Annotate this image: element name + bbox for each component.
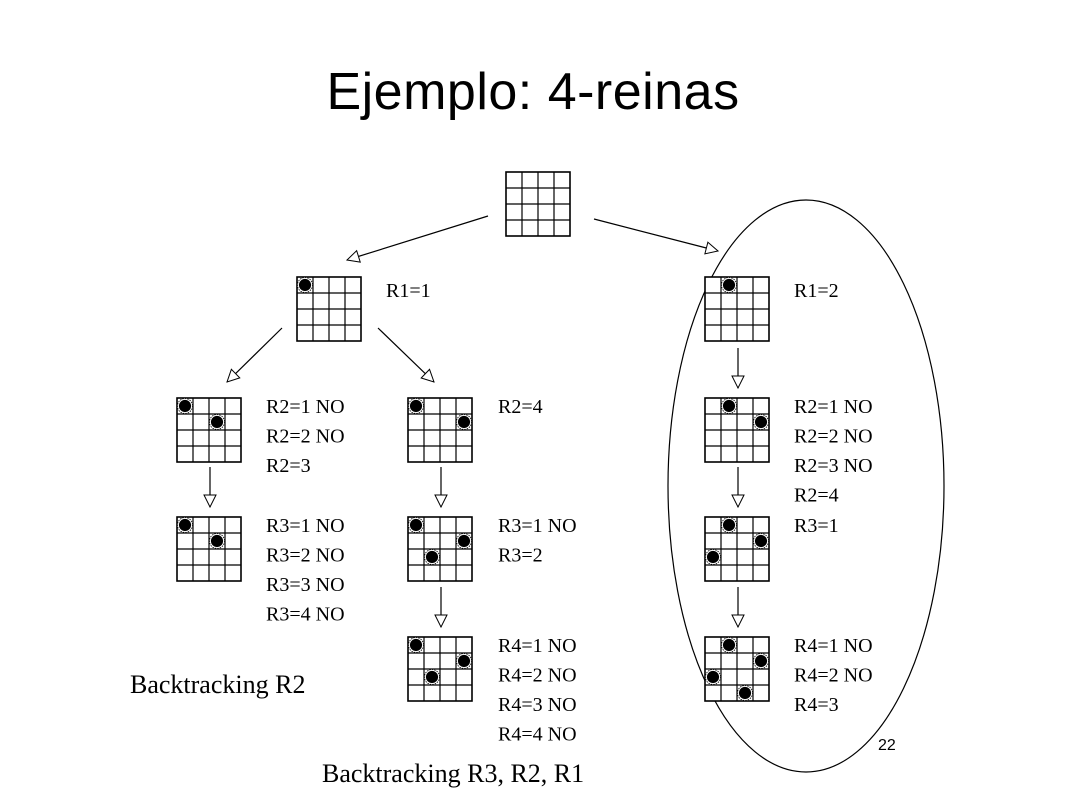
node-label: R1=2 xyxy=(794,280,839,302)
node-label: R2=1 NO xyxy=(794,396,873,418)
node-label: R2=3 xyxy=(266,455,311,477)
queen-piece xyxy=(722,518,736,532)
node-label: R3=4 NO xyxy=(266,604,345,626)
board-a2 xyxy=(176,397,242,463)
node-label: R3=3 NO xyxy=(266,574,345,596)
node-label: R3=2 NO xyxy=(266,545,345,567)
queen-piece xyxy=(457,415,471,429)
queen-piece xyxy=(457,534,471,548)
queen-piece xyxy=(722,278,736,292)
queen-piece xyxy=(722,638,736,652)
queen-piece xyxy=(409,638,423,652)
node-label: R2=4 xyxy=(794,485,839,507)
board-a1 xyxy=(296,276,362,342)
board-b2 xyxy=(407,397,473,463)
board-a3 xyxy=(176,516,242,582)
node-label: R4=4 NO xyxy=(498,724,577,746)
node-label: R2=2 NO xyxy=(266,426,345,448)
queen-piece xyxy=(178,518,192,532)
queen-piece xyxy=(178,399,192,413)
queen-piece xyxy=(409,518,423,532)
node-label: R2=2 NO xyxy=(794,426,873,448)
backtracking-r2-label: Backtracking R2 xyxy=(130,670,305,699)
queen-piece xyxy=(706,670,720,684)
backtracking-r3-r2-r1-label: Backtracking R3, R2, R1 xyxy=(322,759,584,788)
node-label: R4=3 xyxy=(794,694,839,716)
queen-piece xyxy=(210,534,224,548)
node-label: R4=3 NO xyxy=(498,694,577,716)
slide-title: Ejemplo: 4-reinas xyxy=(326,63,740,121)
node-label: R2=4 xyxy=(498,396,543,418)
queen-piece xyxy=(754,534,768,548)
page-number: 22 xyxy=(878,737,896,754)
tree-edges xyxy=(210,215,738,627)
node-label: R3=2 xyxy=(498,545,543,567)
node-label: R4=1 NO xyxy=(794,635,873,657)
node-label: R3=1 NO xyxy=(498,515,577,537)
node-label: R4=2 NO xyxy=(794,665,873,687)
board-c1 xyxy=(704,276,770,342)
queen-piece xyxy=(706,550,720,564)
board-b4 xyxy=(407,636,473,702)
edge-root-a1 xyxy=(347,215,489,260)
board-c2 xyxy=(704,397,770,463)
board-b3 xyxy=(407,516,473,582)
solution-branch-ellipse xyxy=(667,199,945,773)
queen-piece xyxy=(298,278,312,292)
node-labels: R1=1R2=1 NO R2=2 NO R2=3R3=1 NO R3=2 NO R3=3… xyxy=(266,280,873,746)
queen-piece xyxy=(409,399,423,413)
queen-piece xyxy=(425,550,439,564)
queen-piece xyxy=(425,670,439,684)
board-root xyxy=(505,171,571,237)
queen-piece xyxy=(738,686,752,700)
queen-piece xyxy=(457,654,471,668)
node-label: R1=1 xyxy=(386,280,431,302)
queen-piece xyxy=(754,415,768,429)
edge-a1-b2 xyxy=(377,327,434,382)
edge-root-c1 xyxy=(593,218,718,251)
node-label: R3=1 NO xyxy=(266,515,345,537)
node-label: R4=2 NO xyxy=(498,665,577,687)
board-c4 xyxy=(704,636,770,702)
node-label: R3=1 xyxy=(794,515,839,537)
edge-a1-a2 xyxy=(227,327,283,382)
board-c3 xyxy=(704,516,770,582)
node-label: R2=1 NO xyxy=(266,396,345,418)
queen-piece xyxy=(754,654,768,668)
queen-piece xyxy=(210,415,224,429)
node-label: R2=3 NO xyxy=(794,455,873,477)
queen-piece xyxy=(722,399,736,413)
boards xyxy=(176,171,770,702)
node-label: R4=1 NO xyxy=(498,635,577,657)
